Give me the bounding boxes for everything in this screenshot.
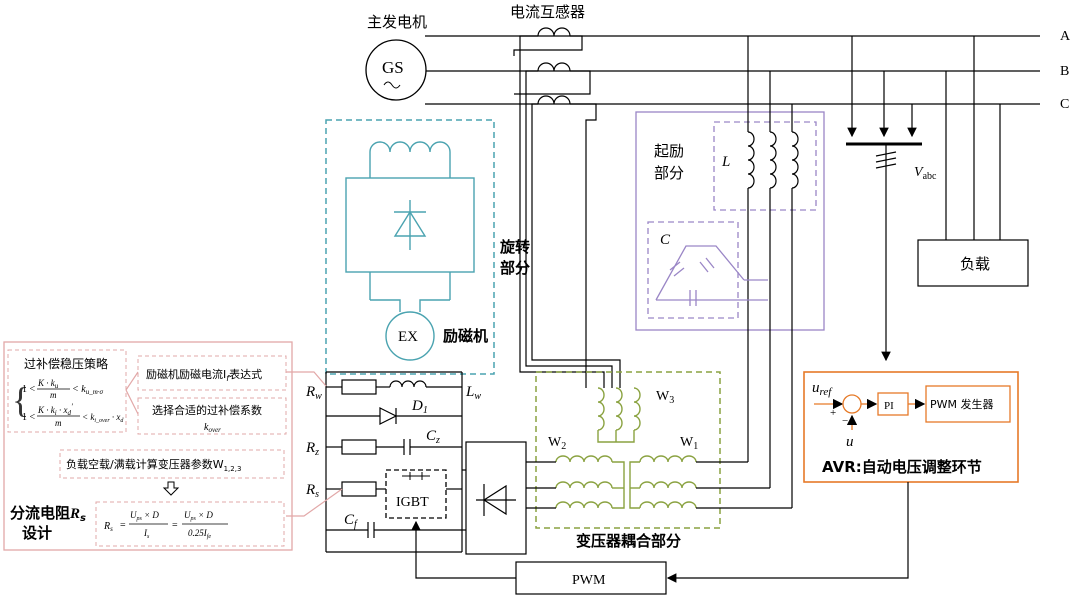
coef-text: 选择合适的过补偿系数: [152, 403, 262, 417]
pwm-to-igbt-wire: [411, 520, 516, 579]
design-links: [125, 371, 343, 517]
rotating-label-1: 旋转: [499, 238, 530, 256]
circuit-Cz: Cz: [426, 428, 440, 446]
avr-u: u: [846, 434, 854, 450]
ineq1-num: K · ku: [37, 378, 59, 390]
generator-title: 主发电机: [367, 13, 427, 31]
ineq1-rhs: < ku_m·σ: [72, 384, 103, 396]
ineq2-den: m: [55, 418, 62, 428]
down-arrow-icon: [162, 481, 180, 496]
start-exc-label-1: 起励: [654, 142, 684, 160]
avr-pwm-gen: PWM 发生器: [930, 397, 994, 411]
strategy-brace: {: [12, 380, 29, 420]
exciter-label: EX: [398, 329, 418, 345]
circuit-Lw: Lw: [465, 384, 481, 402]
rotating-label-2: 部分: [500, 259, 530, 277]
ineq2-rhs: < ki_over · xd: [82, 412, 124, 424]
transformer-w3-label: W3: [656, 389, 674, 406]
avr-to-pwm-wire: [666, 482, 909, 583]
avr-title: AVR:自动电压调整环节: [822, 458, 982, 476]
avr-minus: −: [842, 415, 848, 427]
current-transformer: [513, 27, 621, 388]
start-exc-inductors: [747, 131, 799, 189]
phase-c-label: C: [1060, 97, 1069, 112]
generator-label: GS: [382, 58, 404, 77]
circuit-Rz: Rz: [305, 440, 319, 458]
rotating-part: [345, 141, 475, 361]
pwm-label: PWM: [572, 573, 606, 588]
igbt-box: [385, 469, 447, 519]
vabc-sensor: [846, 36, 922, 362]
exc-current-text: 励磁机励磁电流If表达式: [146, 367, 262, 383]
load-box: [917, 239, 1029, 287]
rs-n1: Ups × D: [130, 510, 159, 522]
start-exc-C: C: [660, 232, 671, 248]
rs-d2: 0.25Ife: [188, 528, 211, 540]
coef-box: [137, 397, 287, 435]
load-calc-box: [59, 449, 285, 479]
start-exc-capacitors: [655, 245, 768, 306]
strategy-box: [7, 349, 127, 433]
start-exc-L-box: [713, 121, 817, 211]
circuit-Rw: Rw: [305, 384, 322, 402]
load-label: 负载: [960, 255, 990, 273]
design-panel: [3, 341, 293, 551]
strategy-title: 过补偿稳压策略: [24, 356, 108, 371]
vabc-label: Vabc: [914, 165, 937, 182]
rs-eq1: =: [120, 520, 126, 531]
rs-d1: Is: [143, 528, 150, 540]
transformer-w3: [597, 387, 641, 443]
avr-uref: uref: [812, 380, 833, 398]
rectifier-symbol: [476, 484, 516, 516]
avr-signal-path: [814, 385, 1011, 430]
transformer-label: 变压器耦合部分: [576, 532, 681, 550]
load-wires: [945, 36, 1001, 240]
phase-b-label: B: [1060, 64, 1069, 79]
ineq1-one: 1 <: [22, 384, 36, 395]
ineq1-den: m: [50, 390, 57, 400]
circuit-D1: D1: [411, 398, 428, 416]
circuit-Cf: Cf: [344, 512, 358, 530]
start-exc-label-2: 部分: [654, 164, 684, 182]
rectifier-box: [465, 441, 527, 555]
ct-title: 电流互感器: [510, 3, 585, 21]
transformer-w2: [555, 455, 625, 509]
igbt-symbol: [402, 472, 430, 480]
shunt-title-2: 设计: [22, 524, 52, 542]
avr-pi: PI: [884, 400, 894, 412]
transformer-w1-label: W1: [680, 435, 698, 452]
rs-formula-box: [95, 501, 285, 547]
shunt-title: 分流电阻Rs: [10, 504, 86, 524]
avr-box: [803, 371, 1019, 483]
transformer-box: [535, 371, 721, 529]
start-exc-C-box: [647, 221, 739, 319]
start-exc-box: [635, 111, 825, 331]
rs-eq2: =: [172, 520, 178, 531]
phase-a-label: A: [1060, 29, 1071, 44]
generator: GS: [365, 39, 427, 101]
start-exc-wires: [747, 36, 793, 508]
transformer-w1: [629, 455, 697, 509]
rs-n2: Ups × D: [184, 510, 213, 522]
coef-k: kover: [204, 422, 221, 434]
circuit-Rs: Rs: [305, 482, 319, 500]
ineq2-one: 1 <: [22, 412, 36, 423]
load-calc-text: 负载空载/满载计算变压器参数W1,2,3: [66, 457, 241, 473]
rotating-part-box: [325, 119, 495, 375]
igbt-label: IGBT: [396, 495, 429, 510]
transformer-wires: [526, 461, 792, 509]
start-exc-L: L: [721, 154, 730, 170]
rs-lhs: Rs: [103, 521, 113, 533]
exciter-title: 励磁机: [443, 327, 488, 345]
avr-plus: +: [830, 407, 836, 419]
ineq2-num: K · ki · xd′: [37, 402, 73, 417]
exciter-circuit: [325, 371, 466, 553]
transformer-w2-label: W2: [548, 435, 566, 452]
